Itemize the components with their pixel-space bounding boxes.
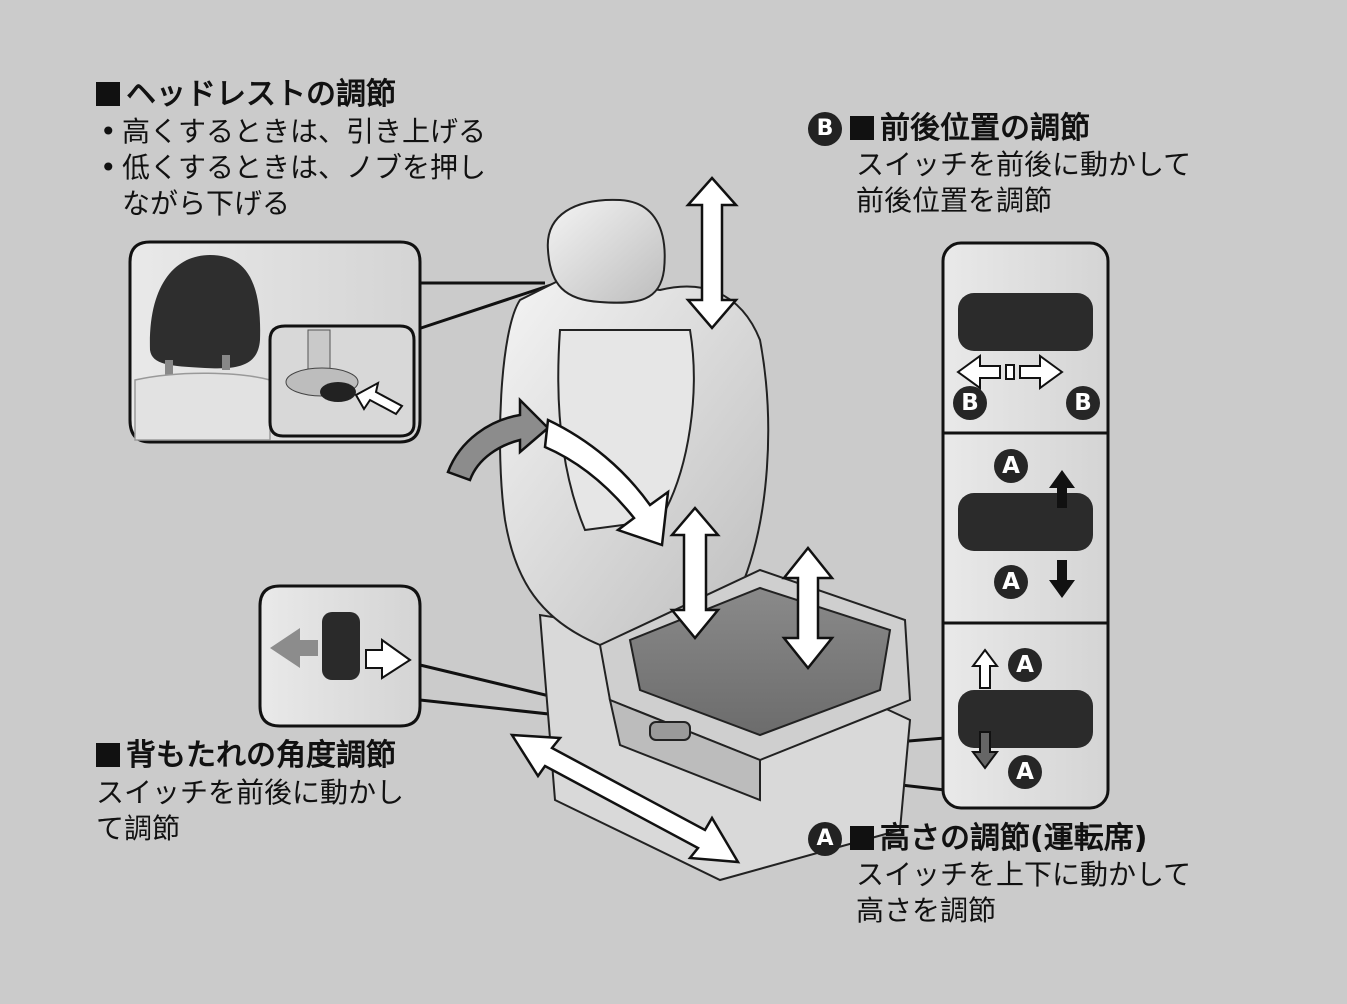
square-icon: [850, 116, 874, 140]
recline-line-2: て調節: [96, 812, 181, 845]
fore-aft-line-2: 前後位置を調節: [856, 184, 1053, 217]
switch-label-a-down-1: A: [994, 565, 1028, 599]
headrest-item-2-text: 低くするときは、ノブを押し: [122, 151, 487, 184]
recline-callout: [258, 584, 422, 728]
label-a-badge: A: [808, 822, 842, 856]
recline-line-1: スイッチを前後に動かし: [96, 776, 405, 809]
height-title-text: 高さの調節(運転席): [880, 821, 1148, 856]
switch-label-a-down-2: A: [1008, 755, 1042, 789]
headrest-callout: [128, 240, 422, 444]
height-title: A 高さの調節(運転席): [808, 820, 1147, 858]
switch-label-b-right: B: [1066, 386, 1100, 420]
recline-title: 背もたれの角度調節: [96, 737, 396, 775]
square-icon: [850, 826, 874, 850]
fore-aft-title: B 前後位置の調節: [808, 110, 1090, 148]
arrows: [446, 176, 835, 864]
headrest-title: ヘッドレストの調節: [96, 76, 396, 114]
switch-label-b-left: B: [953, 386, 987, 420]
headrest-title-text: ヘッドレストの調節: [126, 77, 396, 112]
height-line-2: 高さを調節: [856, 894, 997, 927]
switch-shapes: [956, 293, 1093, 770]
recline-title-text: 背もたれの角度調節: [126, 738, 396, 773]
headrest-item-1: •高くするときは、引き上げる: [100, 114, 486, 150]
label-b-badge: B: [808, 112, 842, 146]
square-icon: [96, 743, 120, 767]
fore-aft-line-1: スイッチを前後に動かして: [856, 148, 1192, 181]
bullet-icon: •: [100, 151, 117, 184]
fore-aft-title-text: 前後位置の調節: [880, 111, 1090, 146]
bullet-icon: •: [100, 115, 117, 148]
switch-label-a-up-1: A: [994, 449, 1028, 483]
headrest-item-3: ながら下げる: [122, 187, 291, 220]
switch-label-a-up-2: A: [1008, 648, 1042, 682]
height-line-1: スイッチを上下に動かして: [856, 858, 1192, 891]
square-icon: [96, 82, 120, 106]
headrest-item-1-text: 高くするときは、引き上げる: [122, 115, 487, 148]
headrest-item-2: •低くするときは、ノブを押し: [100, 150, 486, 186]
